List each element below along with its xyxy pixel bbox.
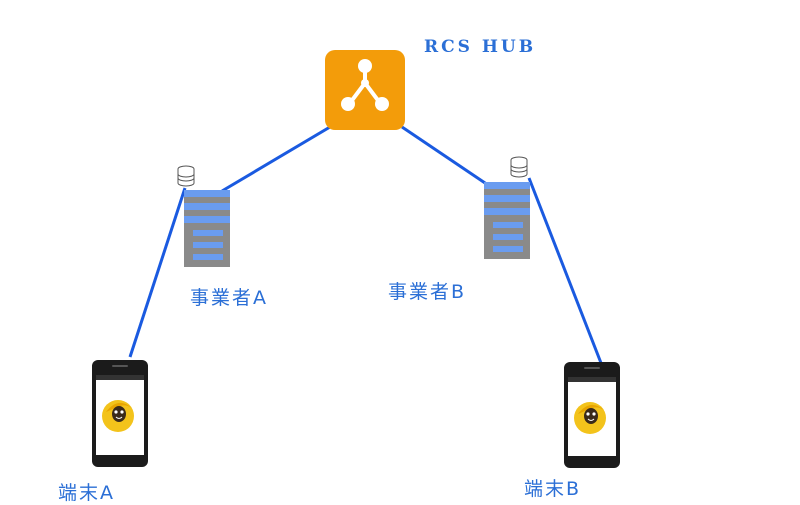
database-b-icon: [510, 156, 528, 178]
phone-b-icon: [564, 362, 620, 468]
phone-a-icon: [92, 360, 148, 467]
operator-b-label: 事業者B: [388, 281, 467, 303]
link-operator-b-terminal-b: [527, 177, 603, 364]
link-hub-operator-b: [401, 125, 489, 187]
server-b-icon: [484, 156, 530, 259]
database-a-icon: [177, 165, 195, 187]
link-operator-a-terminal-a: [128, 187, 187, 358]
hub-icon: [325, 50, 405, 130]
operator-a-label: 事業者A: [190, 287, 268, 309]
link-hub-operator-a: [221, 125, 331, 193]
terminal-b-label: 端末B: [524, 478, 582, 500]
terminal-a-label: 端末A: [58, 482, 115, 504]
mascot-a-icon: [102, 400, 134, 432]
mascot-b-icon: [574, 402, 606, 434]
server-a-icon: [177, 165, 230, 267]
hub-label: RCS HUB: [424, 37, 537, 57]
